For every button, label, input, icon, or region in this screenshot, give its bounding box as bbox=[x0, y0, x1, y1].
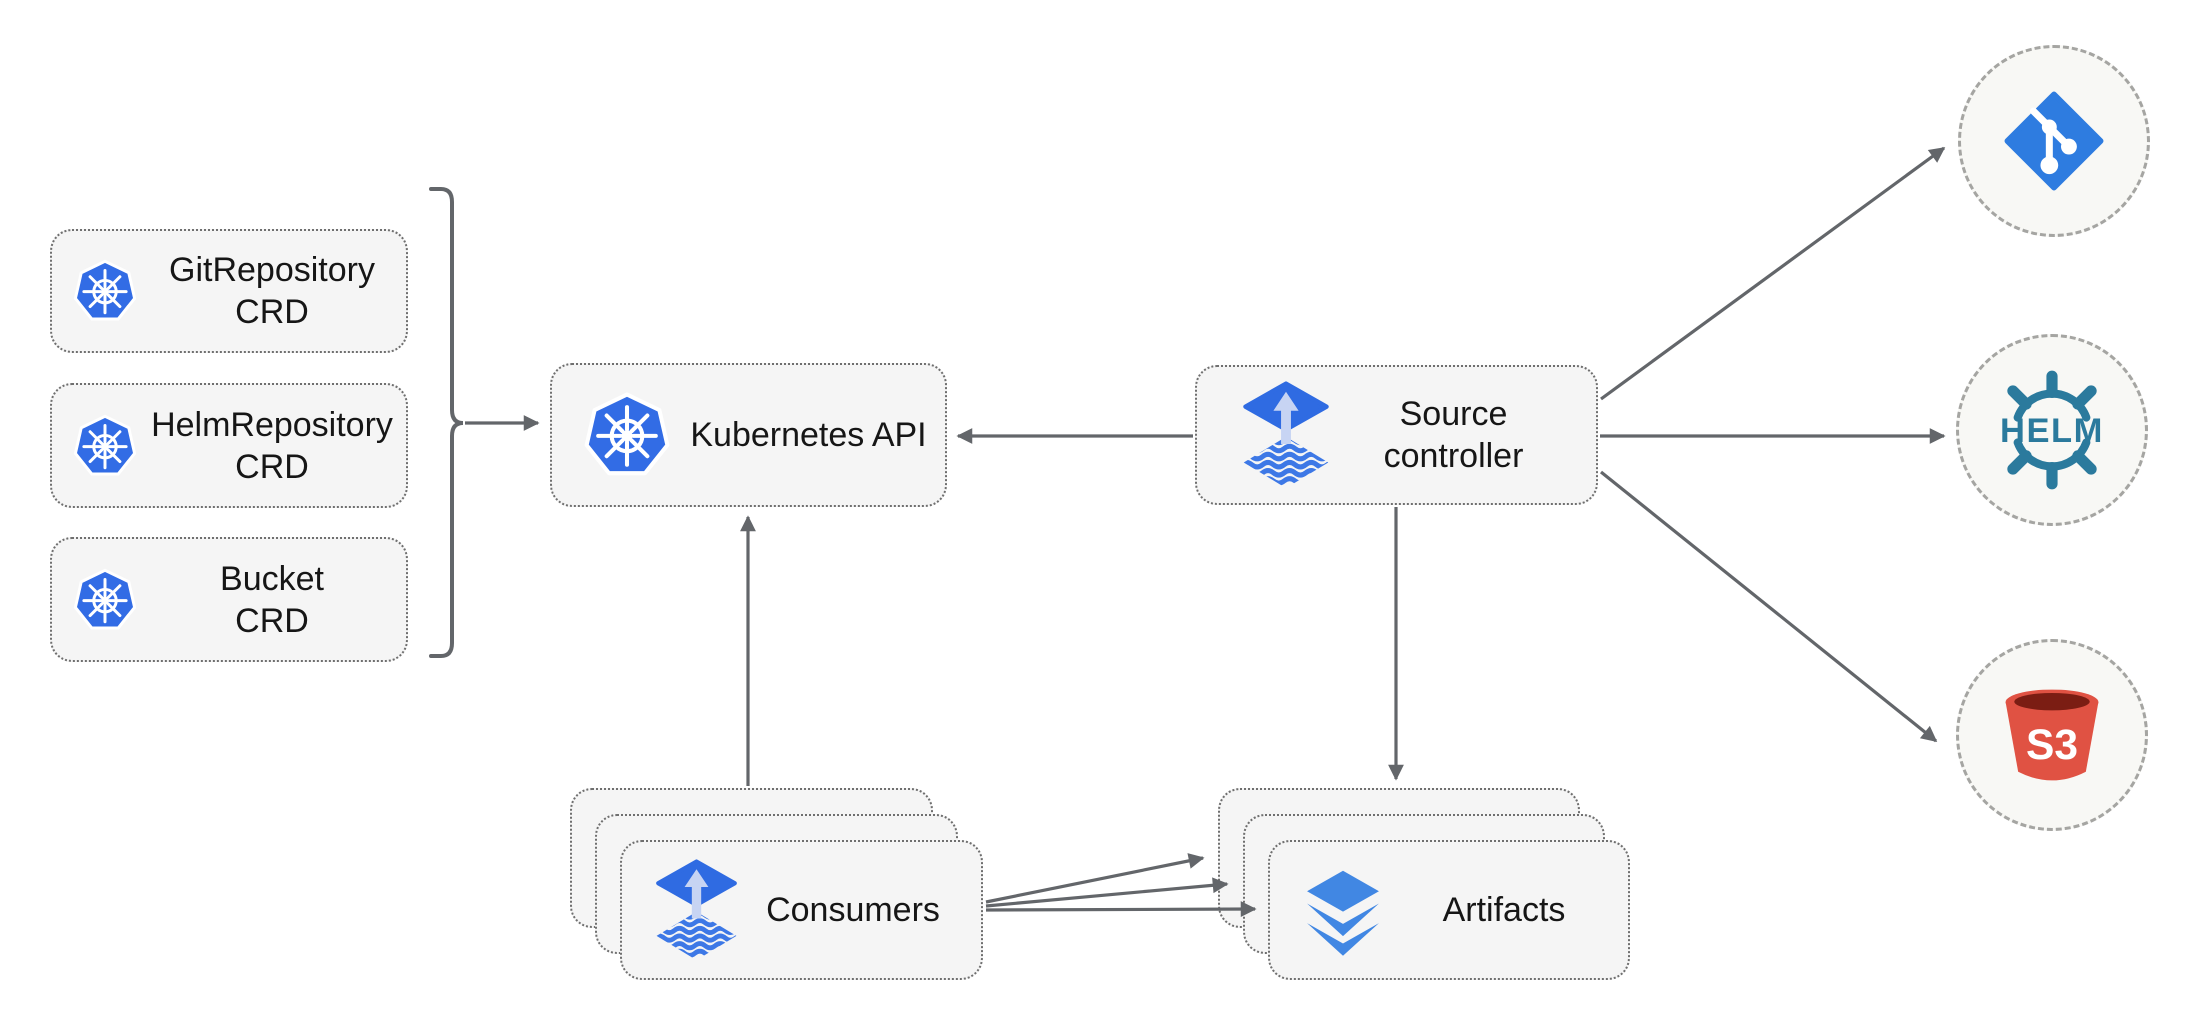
helmrepository-crd-label: HelmRepository CRD bbox=[151, 405, 393, 486]
artifacts-node: Artifacts bbox=[1268, 840, 1630, 980]
bucket-crd-label: Bucket CRD bbox=[220, 559, 324, 640]
artifacts-label: Artifacts bbox=[1442, 891, 1566, 929]
kubernetes-api-label: Kubernetes API bbox=[690, 416, 927, 454]
git-icon bbox=[2004, 91, 2104, 191]
kubernetes-icon bbox=[72, 258, 138, 324]
helm-source-circle: HELM bbox=[1956, 334, 2148, 526]
consumers-label: Consumers bbox=[766, 891, 940, 929]
crd-group-bracket bbox=[429, 187, 464, 658]
s3-wordmark: S3 bbox=[2026, 721, 2078, 769]
arrow-consumers-to-artifacts-2 bbox=[985, 877, 1229, 908]
kubernetes-icon bbox=[582, 390, 672, 480]
gitrepository-crd-node: GitRepository CRD bbox=[50, 229, 408, 353]
arrow-source-to-s3 bbox=[1599, 470, 1938, 743]
flux-icon bbox=[654, 857, 739, 963]
consumers-node: Consumers bbox=[620, 840, 983, 980]
kubernetes-icon bbox=[72, 567, 138, 633]
helmrepository-crd-node: HelmRepository CRD bbox=[50, 383, 408, 508]
arrow-consumers-to-artifacts-3 bbox=[985, 901, 1257, 917]
s3-bucket-icon: S3 bbox=[2005, 689, 2099, 781]
layers-icon bbox=[1294, 861, 1392, 959]
s3-source-circle: S3 bbox=[1956, 639, 2148, 831]
flux-icon bbox=[1241, 379, 1331, 491]
source-controller-label: Source controller bbox=[1383, 395, 1524, 475]
arrow-consumers-to-artifacts-1 bbox=[985, 853, 1205, 904]
kubernetes-api-node: Kubernetes API bbox=[550, 363, 947, 507]
arrow-source-to-git bbox=[1600, 146, 1946, 401]
source-controller-node: Source controller bbox=[1195, 365, 1598, 505]
bucket-crd-node: Bucket CRD bbox=[50, 537, 408, 662]
git-source-circle bbox=[1958, 45, 2150, 237]
helm-wordmark: HELM bbox=[2000, 412, 2104, 450]
gitrepository-crd-label: GitRepository CRD bbox=[169, 251, 375, 331]
helm-icon: HELM bbox=[2000, 370, 2104, 490]
kubernetes-icon bbox=[72, 413, 138, 479]
